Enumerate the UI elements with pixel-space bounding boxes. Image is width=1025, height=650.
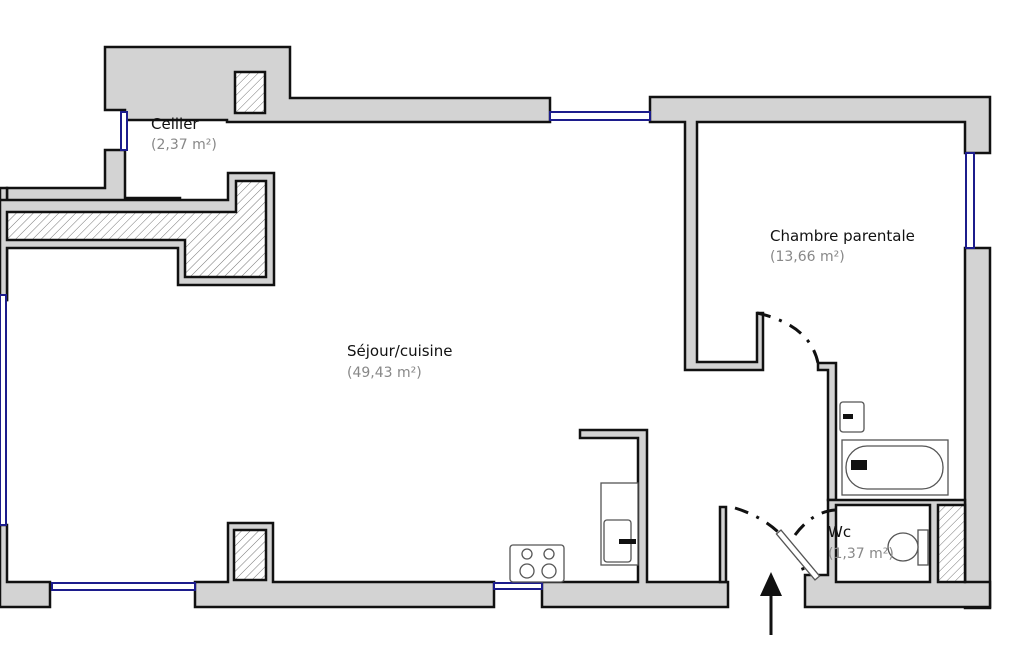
window-bottom-kitchen [493,582,543,590]
kitchen-sink [600,482,639,566]
window-left [0,294,7,526]
wall-top-right [648,95,992,372]
room-area-wc: (1,37 m²) [828,546,894,562]
toilet [887,529,929,566]
window-bottom-left [51,582,196,591]
room-name-cellier: Cellier [151,115,199,133]
room-name-wc: Wc [828,523,851,541]
wall-wc-inner [834,503,932,584]
window-bedroom [965,152,975,249]
room-name-sejour: Séjour/cuisine [347,342,452,360]
window-top [549,111,651,121]
room-area-cellier: (2,37 m²) [151,137,217,153]
duct-bottom [232,528,268,582]
room-area-chambre: (13,66 m²) [770,249,845,265]
cooktop [509,544,565,583]
door-swing-bedroom [756,311,820,364]
door-wc-leaf [775,529,821,581]
window-cellier [120,111,128,151]
wall-cellier [103,45,552,124]
wall-bathroom [816,361,838,502]
duct-cellier [233,70,267,115]
washbasin [839,401,865,433]
wall-bottom-a [193,521,496,609]
room-area-sejour: (49,43 m²) [347,365,422,381]
bathtub [841,439,949,496]
door-swing-wc [793,508,836,536]
door-swing-entry [734,506,808,579]
structure-t-hatch [5,179,268,279]
room-name-chambre: Chambre parentale [770,227,915,245]
wall-left-lower [0,523,52,609]
duct-wc [936,503,967,584]
wall-entry-stub [718,505,728,584]
wall-right-upper [963,246,992,610]
arrow-up-icon [760,572,782,635]
